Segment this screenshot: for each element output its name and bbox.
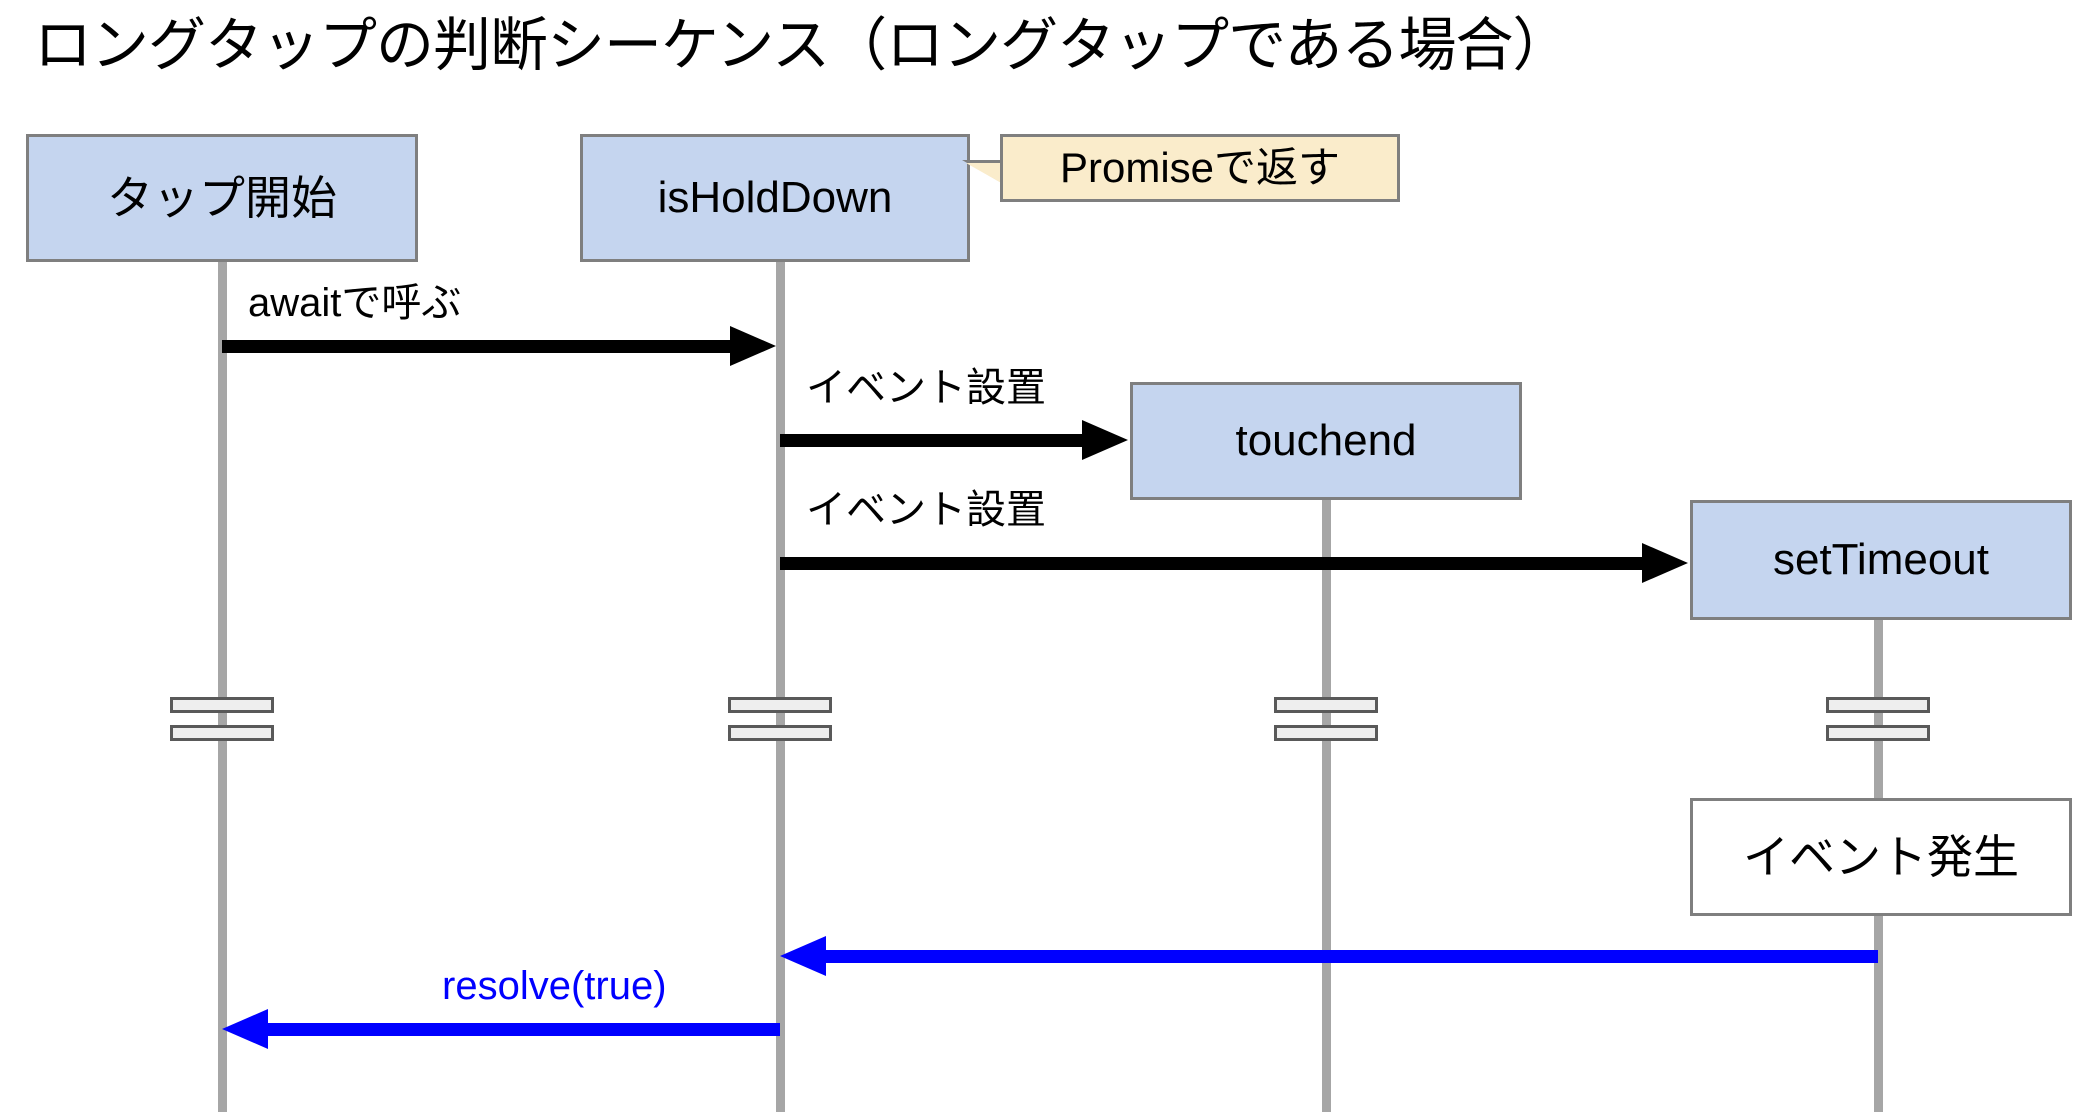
note-promise[interactable]: Promiseで返す — [1000, 134, 1400, 202]
message-label-install-touchend: イベント設置 — [806, 366, 1046, 410]
break-marker-bar-top — [1274, 697, 1378, 713]
message-await-call-shaft — [222, 340, 734, 353]
participant-box-tap-start[interactable]: タップ開始 — [26, 134, 418, 262]
break-marker-tap-start — [170, 697, 274, 741]
fragment-event-occurrence-label: イベント発生 — [1743, 831, 2019, 883]
message-resolve-true-shaft — [266, 1023, 780, 1036]
message-install-settimeout-shaft — [780, 557, 1646, 570]
message-label-resolve-true: resolve(true) — [442, 964, 667, 1008]
message-install-touchend-shaft — [780, 434, 1086, 447]
break-marker-bar-top — [1826, 697, 1930, 713]
participant-label-tap-start: タップ開始 — [107, 172, 337, 224]
participant-box-is-hold-down[interactable]: isHoldDown — [580, 134, 970, 262]
message-label-install-settimeout: イベント設置 — [806, 488, 1046, 532]
note-promise-text: Promiseで返す — [1059, 144, 1341, 191]
break-marker-bar-bottom — [728, 725, 832, 741]
fragment-event-occurrence[interactable]: イベント発生 — [1690, 798, 2072, 916]
break-marker-bar-top — [728, 697, 832, 713]
message-label-await-call: awaitで呼ぶ — [248, 281, 462, 325]
participant-box-touchend[interactable]: touchend — [1130, 382, 1522, 500]
break-marker-set-timeout — [1826, 697, 1930, 741]
page-title: ロングタップの判断シーケンス（ロングタップである場合） — [34, 13, 1571, 78]
message-install-settimeout-arrowhead — [1642, 543, 1688, 583]
participant-label-set-timeout: setTimeout — [1772, 535, 1989, 584]
message-install-touchend-arrowhead — [1082, 420, 1128, 460]
message-timeout-fired-arrowhead — [780, 936, 826, 976]
lifeline-touchend — [1322, 500, 1331, 1112]
message-timeout-fired-shaft — [824, 950, 1878, 963]
break-marker-bar-bottom — [1826, 725, 1930, 741]
message-await-call-arrowhead — [730, 326, 776, 366]
break-marker-bar-top — [170, 697, 274, 713]
break-marker-bar-bottom — [1274, 725, 1378, 741]
participant-box-set-timeout[interactable]: setTimeout — [1690, 500, 2072, 620]
lifeline-is-hold-down — [776, 262, 785, 1112]
participant-label-is-hold-down: isHoldDown — [657, 173, 893, 222]
break-marker-touchend — [1274, 697, 1378, 741]
break-marker-bar-bottom — [170, 725, 274, 741]
participant-label-touchend: touchend — [1235, 416, 1417, 465]
message-resolve-true-arrowhead — [222, 1009, 268, 1049]
break-marker-is-hold-down — [728, 697, 832, 741]
lifeline-tap-start — [218, 262, 227, 1112]
